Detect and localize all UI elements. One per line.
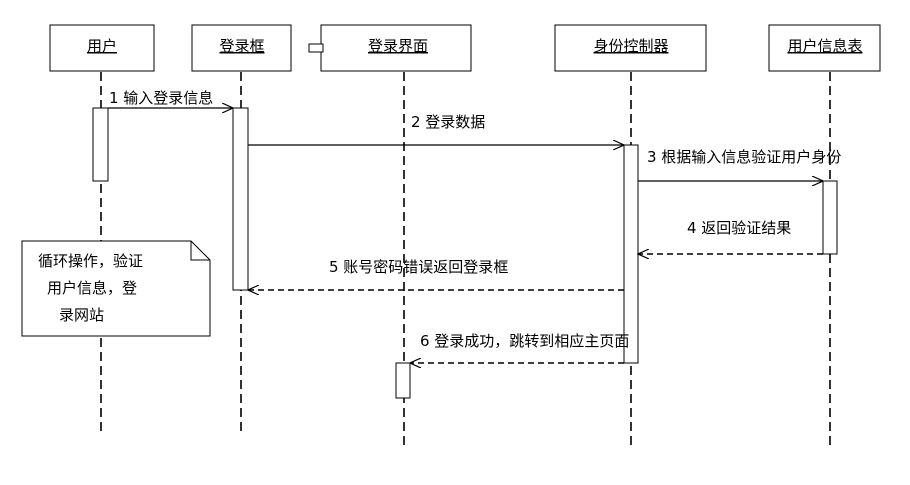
message-2-label: 2 登录数据 bbox=[411, 113, 485, 131]
activation-bar-user bbox=[92, 107, 109, 182]
participant-label: 登录框 bbox=[219, 37, 264, 55]
participant-identity-controller: 身份控制器 bbox=[554, 24, 707, 72]
note-line-3: 录网站 bbox=[59, 306, 104, 324]
participant-login-page: 登录界面 bbox=[308, 24, 472, 72]
message-1-label: 1 输入登录信息 bbox=[109, 89, 213, 107]
message-5-label: 5 账号密码错误返回登录框 bbox=[329, 258, 508, 276]
note-line-2: 用户信息，登 bbox=[47, 279, 137, 297]
participant-login-box: 登录框 bbox=[191, 24, 292, 72]
component-icon bbox=[308, 43, 324, 53]
participant-user-info-table: 用户信息表 bbox=[768, 24, 881, 72]
message-6-label: 6 登录成功，跳转到相应主页面 bbox=[420, 332, 629, 350]
activation-bar-identity-controller bbox=[623, 144, 639, 364]
participant-label: 身份控制器 bbox=[593, 37, 668, 55]
message-4-label: 4 返回验证结果 bbox=[687, 219, 791, 237]
participant-label: 用户信息表 bbox=[787, 37, 862, 55]
participant-user: 用户 bbox=[49, 24, 155, 72]
activation-bar-login-box bbox=[232, 107, 249, 291]
message-3-label: 3 根据输入信息验证用户身份 bbox=[647, 148, 841, 166]
participant-label: 用户 bbox=[87, 37, 117, 55]
loop-note: 循环操作，验证 用户信息，登 录网站 bbox=[21, 240, 211, 337]
note-line-1: 循环操作，验证 bbox=[38, 252, 143, 270]
participant-label: 登录界面 bbox=[368, 37, 428, 55]
activation-bar-user-info-table bbox=[822, 180, 838, 255]
activation-bar-login-page bbox=[395, 362, 411, 399]
